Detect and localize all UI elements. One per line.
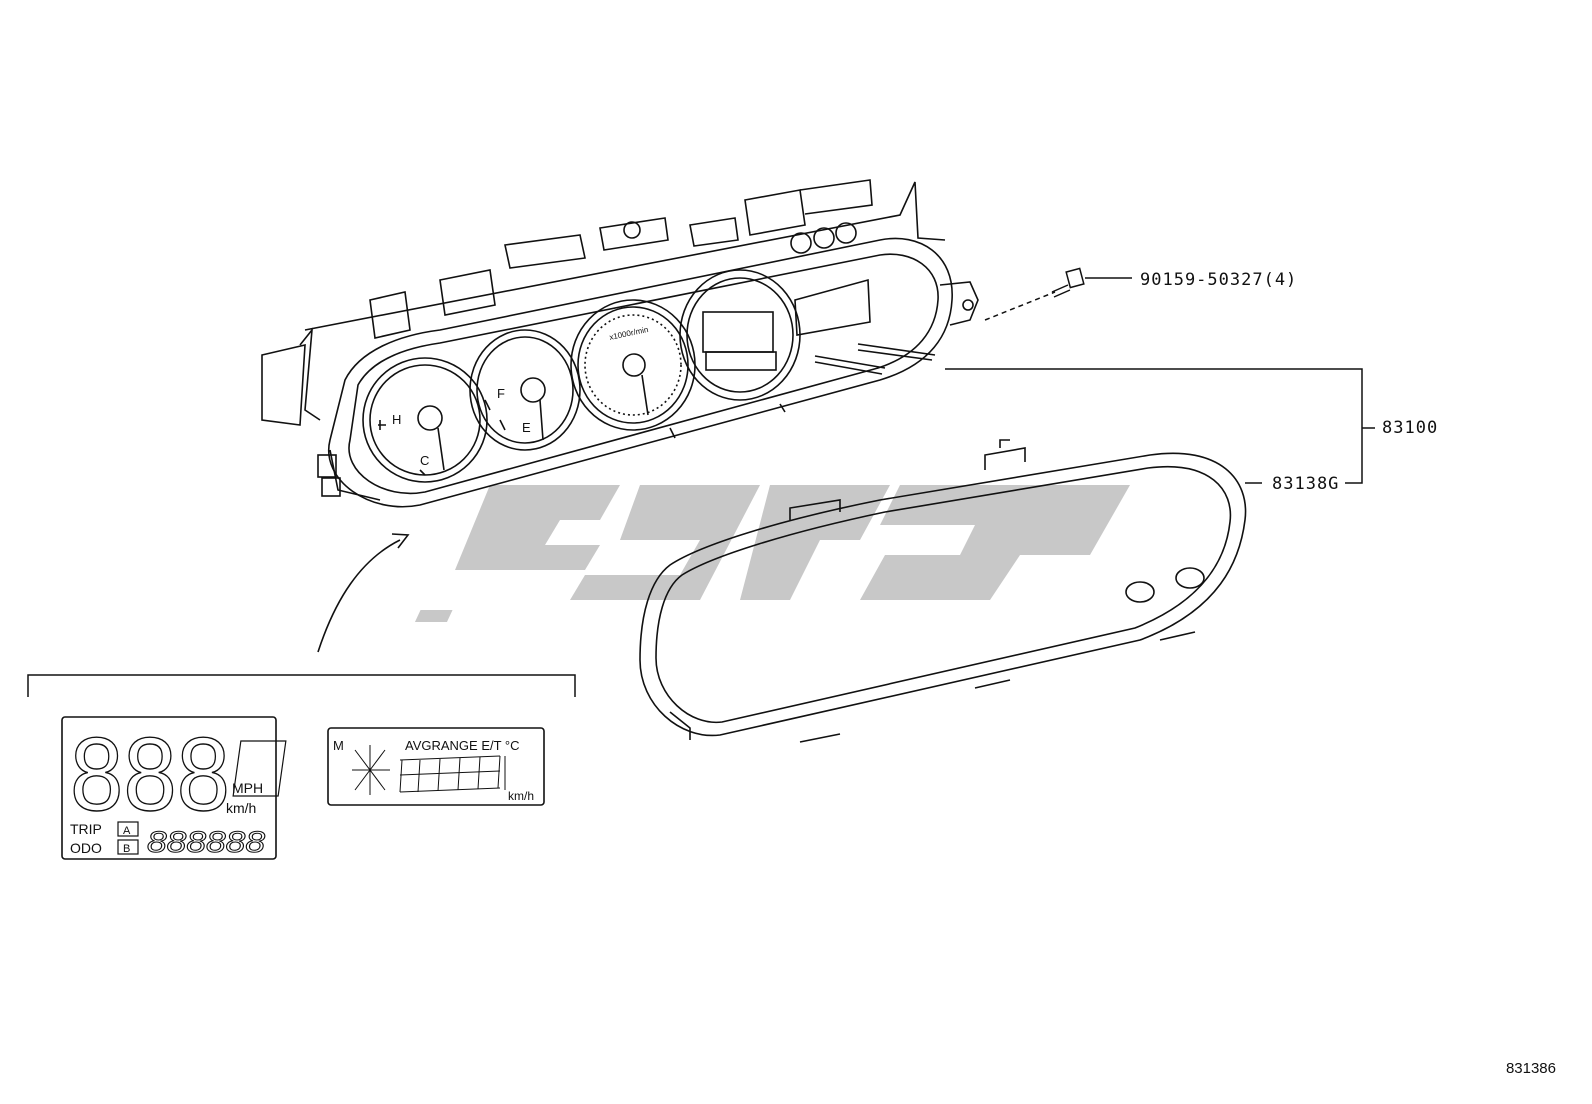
speed-display-detail: 888 MPH km/h TRIP ODO A B 888888 xyxy=(61,716,277,860)
watermark-logo xyxy=(414,485,1130,622)
gauge-labels: H C F E x1000r/min xyxy=(392,325,649,468)
odometer-digits: 888888 xyxy=(147,826,265,859)
speedometer-display xyxy=(679,269,801,401)
combination-meter-assembly xyxy=(261,179,979,508)
multi-info-display xyxy=(790,222,871,336)
multi-unit: km/h xyxy=(508,789,534,803)
glass-callout: 83138G xyxy=(1272,474,1340,494)
fuel-empty-label: E xyxy=(522,420,531,435)
assembly-callout: 83100 xyxy=(1382,418,1439,438)
multi-header: AVGRANGE E/T °C xyxy=(405,738,520,753)
meter-glass xyxy=(639,439,1247,743)
tacho-unit-label: x1000r/min xyxy=(609,325,650,342)
detail-arrow xyxy=(317,533,410,653)
diagram-code: 831386 xyxy=(1505,1060,1556,1077)
kmh-unit: km/h xyxy=(226,800,256,816)
mph-unit: MPH xyxy=(232,780,263,796)
tachometer xyxy=(570,299,696,431)
trip-b-label: B xyxy=(123,843,130,855)
temp-cold-label: C xyxy=(420,453,429,468)
trip-label: TRIP xyxy=(70,821,102,837)
mode-label: M xyxy=(333,738,344,753)
fuel-full-label: F xyxy=(497,386,505,401)
assembly-leader xyxy=(945,368,1375,484)
speed-digits: 888 xyxy=(70,717,230,833)
bolt-callout: 90159-50327(4) xyxy=(1140,270,1298,290)
temp-gauge xyxy=(362,357,488,483)
temp-hot-label: H xyxy=(392,412,401,427)
trip-a-label: A xyxy=(123,825,131,837)
odo-label: ODO xyxy=(70,840,102,856)
multi-display-detail: M AVGRANGE E/T °C km/h xyxy=(232,727,545,806)
detail-bracket xyxy=(27,674,576,697)
fuel-gauge xyxy=(469,329,581,451)
bolt-part xyxy=(984,267,1132,321)
